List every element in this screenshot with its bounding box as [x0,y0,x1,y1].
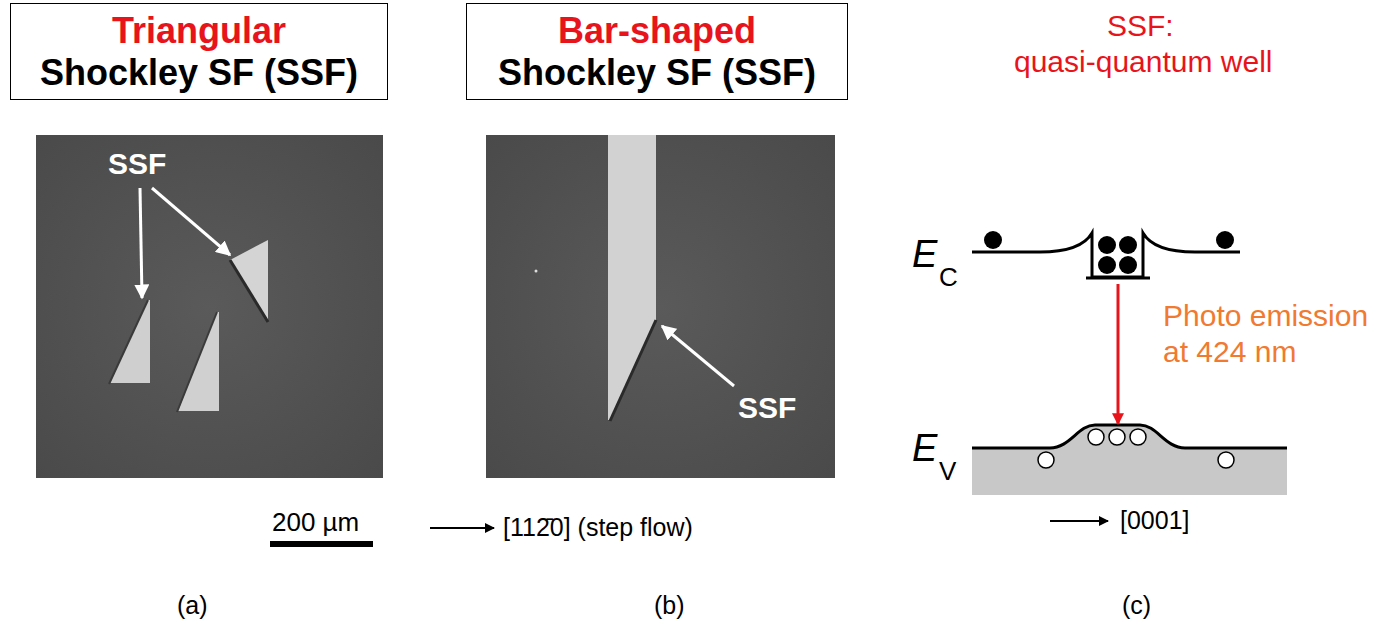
header-box: Bar-shapedShockley SF (SSF) [466,3,848,100]
hole [1130,429,1146,445]
electron [1119,236,1137,254]
direction-arrow [1050,520,1108,522]
triangular-ssf [110,300,150,383]
hole [1088,429,1104,445]
electron [1119,256,1137,274]
header-box: TriangularShockley SF (SSF) [10,3,388,100]
ssf-edge [109,300,148,384]
emission-arrow [1117,284,1120,424]
bar-shaped-ssf [608,135,656,420]
direction-arrow [430,527,494,529]
hole [1038,452,1054,468]
electron [984,231,1002,249]
annotation: SSF: [1107,8,1174,44]
leader-arrow [152,188,230,255]
header-subtitle: Shockley SF (SSF) [498,52,816,94]
annotation: quasi-quantum well [1014,44,1272,80]
electron [1098,236,1116,254]
micrograph-ground [36,135,383,478]
band-subscript: C [939,262,958,293]
ssf-edge [177,312,217,412]
micrograph: SSF [486,135,835,478]
band-symbol: E [912,232,937,278]
header-title: Triangular [112,10,286,52]
annotation: Photo emission at 424 nm [1163,298,1378,370]
hole [1109,429,1125,445]
well-bottom [1086,277,1150,280]
header-title: Bar-shaped [558,10,756,52]
ssf-label: SSF [108,147,166,181]
ssf-edge [230,260,268,322]
electron [1098,256,1116,274]
ssf-label: SSF [738,391,796,425]
electron [1216,231,1234,249]
micrograph: SSF [36,135,383,478]
speck [535,270,538,273]
conduction-band-edge [972,233,1240,277]
direction-label: [112̄0] (step flow) [503,512,693,542]
scale-label: 200 µm [272,507,359,538]
panel-label: (b) [654,590,685,620]
micrograph-ground [486,135,835,478]
header-subtitle: Shockley SF (SSF) [40,52,358,94]
hole [1218,452,1234,468]
triangular-ssf [230,240,268,320]
band-subscript: V [939,456,956,487]
triangular-ssf [178,312,219,411]
leader-arrow [662,326,734,386]
leader-arrow [140,188,142,298]
ssf-edge [610,320,656,421]
scale-bar [270,541,373,547]
valence-band-fill [972,425,1287,495]
valence-band-edge [972,425,1287,448]
panel-label: (a) [177,590,208,620]
direction-label: [0001] [1120,505,1190,535]
band-symbol: E [912,426,937,472]
panel-label: (c) [1122,590,1151,620]
